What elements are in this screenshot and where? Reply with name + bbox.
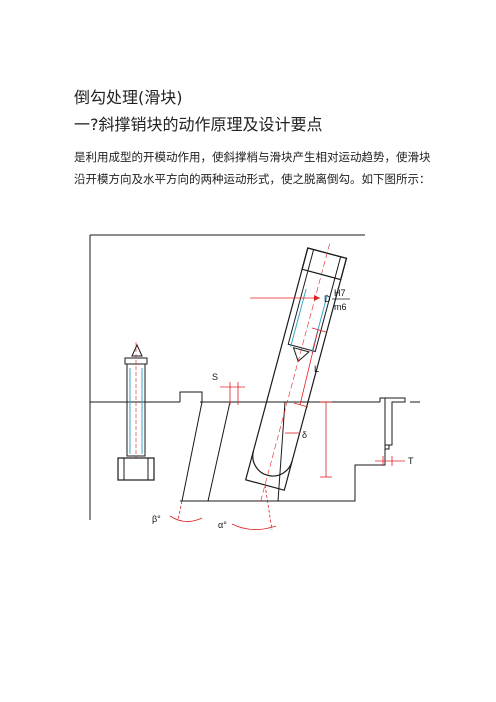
dim-t-label: T (408, 456, 414, 466)
t-bracket (384, 397, 406, 450)
angle-beta-label: β° (152, 514, 161, 524)
dim-m6-label: m6 (334, 302, 347, 312)
dim-l-label: L (314, 364, 319, 374)
slider-diagram: D H7 m6 S L δ T β° α° (89, 234, 420, 531)
ejector-pin (117, 342, 155, 481)
slider-block (181, 401, 286, 502)
dim-delta-label: δ (302, 430, 307, 440)
angle-alpha-label: α° (218, 520, 227, 530)
dim-s-label: S (212, 372, 218, 382)
dimensions (169, 295, 405, 531)
doc-paragraph: 是利用成型的开模动作用，使斜撑梢与滑块产生相对运动趋势，使滑块沿开模方向及水平方… (74, 150, 431, 186)
doc-title: 倒勾处理(滑块) (74, 88, 183, 107)
dim-d-label: D (324, 294, 331, 304)
dim-h7-label: H7 (334, 288, 346, 298)
inclined-pin (244, 243, 348, 505)
doc-subtitle: 一?斜撑销块的动作原理及设计要点 (74, 115, 323, 134)
